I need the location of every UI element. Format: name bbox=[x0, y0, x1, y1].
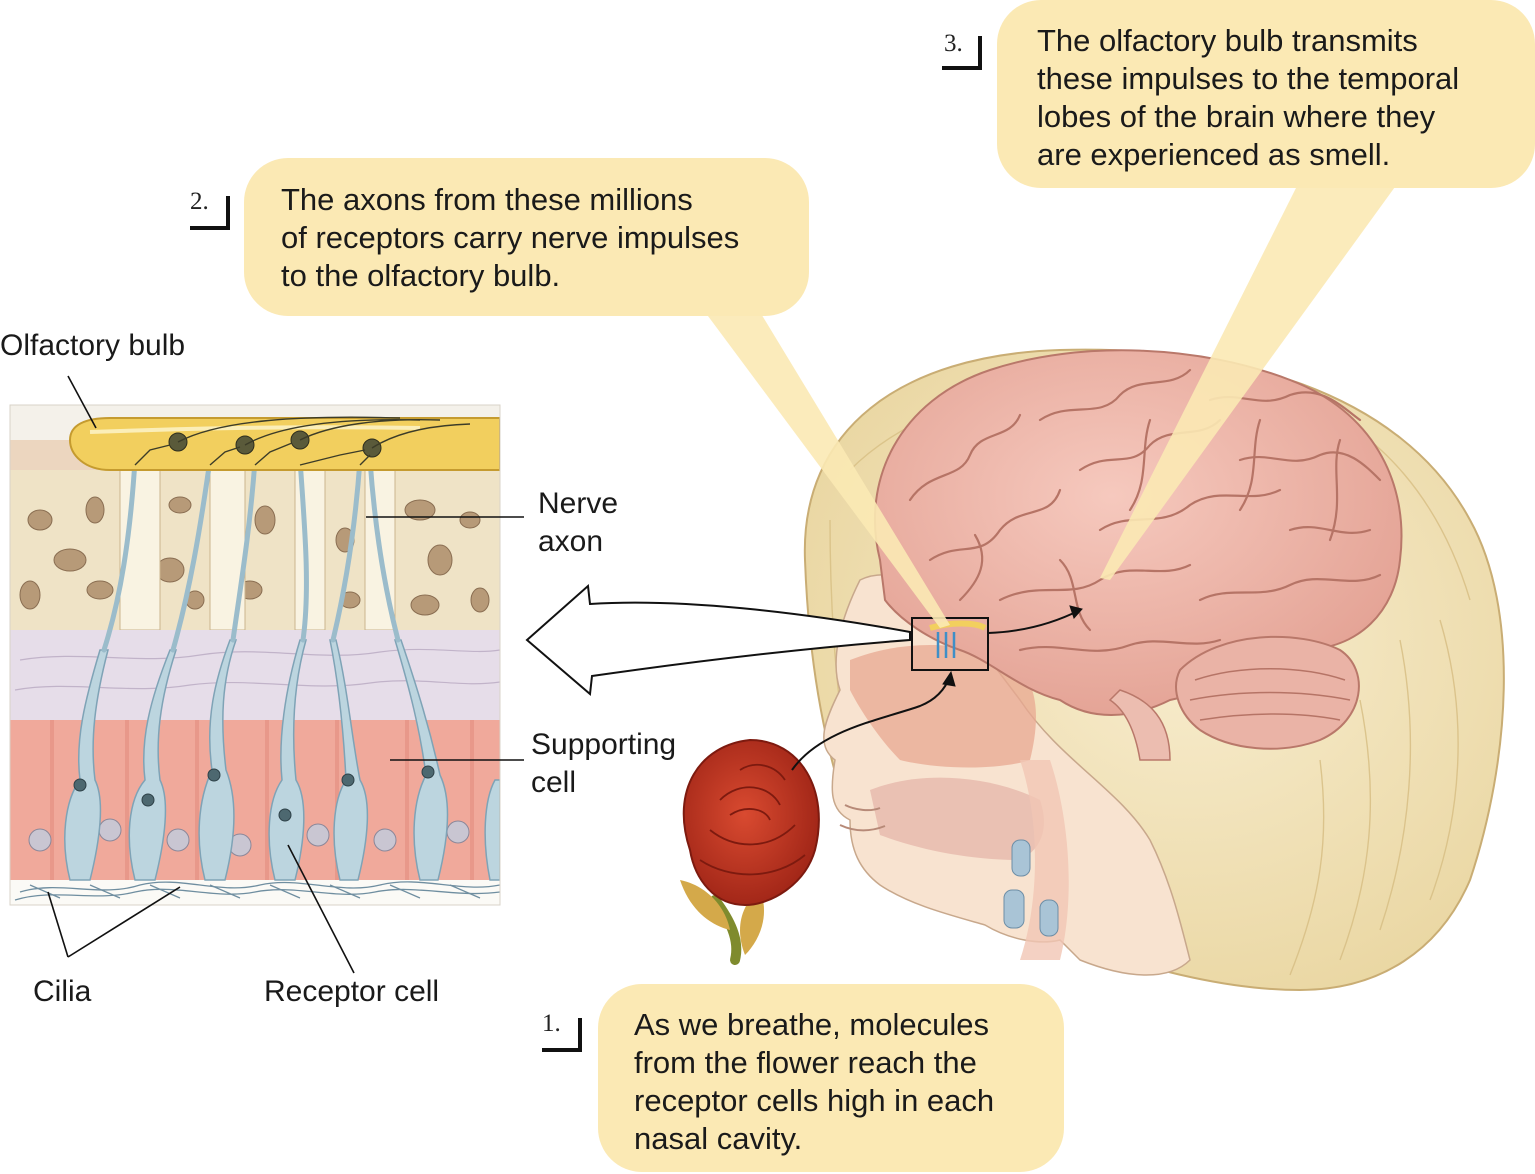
connective-layer bbox=[10, 630, 500, 720]
callout-1-line-1: As we breathe, molecules bbox=[634, 1007, 989, 1042]
callout-3-pointer bbox=[1100, 180, 1400, 580]
step-1-number: 1. bbox=[542, 1010, 561, 1037]
callout-3-line-4: are experienced as smell. bbox=[1037, 137, 1391, 172]
label-cilia: Cilia bbox=[33, 975, 92, 1008]
label-receptor-cell: Receptor cell bbox=[264, 975, 440, 1008]
callout-1-line-2: from the flower reach the bbox=[634, 1045, 977, 1080]
bone-cavities bbox=[19, 496, 490, 616]
step-3-number: 3. bbox=[944, 30, 963, 57]
receptor-nuclei bbox=[73, 765, 435, 822]
leader-lines bbox=[47, 375, 524, 974]
callout-2-line-1: The axons from these millions bbox=[281, 182, 693, 217]
step-2-marker bbox=[190, 196, 230, 230]
callout-1-line-4: nasal cavity. bbox=[634, 1121, 803, 1156]
nasal-cavity bbox=[850, 645, 1036, 768]
supporting-cell-nuclei bbox=[28, 818, 470, 857]
step-2-number: 2. bbox=[190, 188, 209, 215]
step-1-marker bbox=[542, 1018, 582, 1052]
olfactory-tissue-cross-section bbox=[10, 405, 500, 905]
zoom-arrow bbox=[525, 583, 911, 696]
olfactory-region-inset bbox=[911, 617, 989, 671]
label-supporting-cell: Supporting cell bbox=[531, 726, 676, 802]
callout-1-line-3: receptor cells high in each bbox=[634, 1083, 995, 1118]
cilia bbox=[14, 881, 500, 901]
vertebrae bbox=[1003, 839, 1059, 937]
callout-3-line-3: lobes of the brain where they bbox=[1037, 99, 1436, 134]
label-nerve-axon: Nerve axon bbox=[538, 485, 618, 561]
callout-step-2: The axons from these millions of recepto… bbox=[244, 158, 809, 316]
brain-folds bbox=[908, 368, 1382, 652]
impulse-arrow bbox=[987, 609, 1081, 634]
rose-flower bbox=[680, 738, 820, 965]
label-supporting-cell-line-2: cell bbox=[531, 766, 577, 799]
callout-3-line-2: these impulses to the temporal bbox=[1037, 61, 1460, 96]
label-supporting-cell-line-1: Supporting bbox=[531, 728, 677, 761]
label-nerve-axon-line-1: Nerve bbox=[538, 487, 619, 520]
callout-2-pointer bbox=[705, 312, 950, 628]
callout-2-line-3: to the olfactory bulb. bbox=[281, 258, 561, 293]
callout-step-3: The olfactory bulb transmits these impul… bbox=[997, 0, 1535, 188]
callout-2-line-2: of receptors carry nerve impulses bbox=[281, 220, 740, 255]
label-nerve-axon-line-2: axon bbox=[538, 525, 604, 558]
step-3-marker bbox=[942, 36, 982, 70]
label-olfactory-bulb: Olfactory bulb bbox=[0, 329, 186, 362]
brainstem bbox=[1108, 689, 1171, 761]
scent-path-arrow bbox=[791, 675, 951, 771]
nerve-axons bbox=[101, 457, 401, 653]
receptor-cells bbox=[64, 639, 500, 881]
callout-step-1: As we breathe, molecules from the flower… bbox=[598, 984, 1064, 1172]
oral-cavity bbox=[870, 777, 1044, 860]
callout-3-line-1: The olfactory bulb transmits bbox=[1037, 23, 1418, 58]
